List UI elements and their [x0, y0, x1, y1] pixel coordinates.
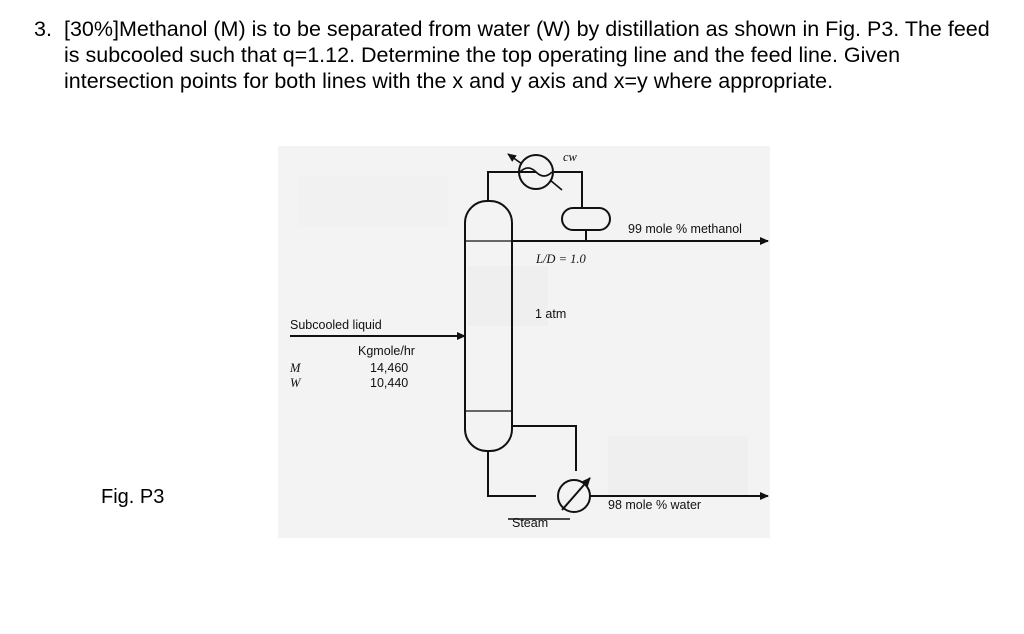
component-symbol-w: W: [290, 376, 302, 390]
reboiler-vapor-return: [512, 425, 577, 471]
question-number: 3.: [34, 17, 52, 41]
component-flow-m: 14,460: [370, 361, 408, 375]
figure-caption: Fig. P3: [101, 486, 165, 508]
cw-label: cw: [563, 150, 578, 164]
component-flow-w: 10,440: [370, 376, 408, 390]
cooling-water-in-arrow: [507, 153, 523, 165]
component-symbol-m: M: [289, 361, 301, 375]
feed-label: Subcooled liquid: [290, 318, 382, 332]
steam-label: Steam: [512, 516, 548, 530]
distillation-figure: cw 99 mole % methanol L/D = 1.0 1 atm Su…: [278, 146, 770, 538]
bottom-product-label: 98 mole % water: [608, 498, 701, 512]
reflux-ratio-label: L/D = 1.0: [535, 252, 587, 266]
question: 3. [30%]Methanol (M) is to be separated …: [34, 16, 1009, 94]
feed-units: Kgmole/hr: [358, 344, 415, 358]
pressure-label: 1 atm: [535, 307, 566, 321]
bottoms-line: [487, 451, 536, 497]
condenser: [518, 154, 554, 190]
top-product-label: 99 mole % methanol: [628, 222, 742, 236]
question-text: [30%]Methanol (M) is to be separated fro…: [64, 17, 990, 93]
